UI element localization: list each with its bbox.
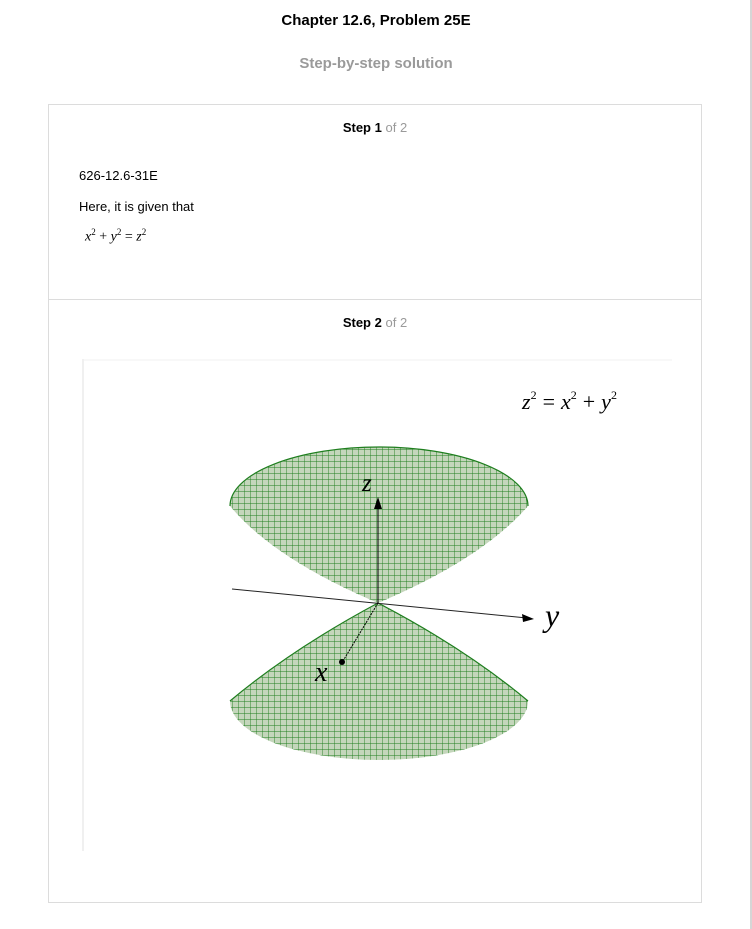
x-axis-point <box>339 659 345 665</box>
x-axis-label: x <box>314 657 328 688</box>
figure-equation: z2=x2+y2 <box>521 388 617 414</box>
x-axis-line <box>342 602 379 662</box>
z-axis-label: z <box>361 470 372 497</box>
step-2-card: Step 2 of 2 z y x z2=x2 <box>48 299 702 903</box>
solution-subtitle: Step-by-step solution <box>299 55 453 72</box>
step-1-card: Step 1 of 2 626-12.6-31E Here, it is giv… <box>48 104 702 300</box>
y-axis-line <box>231 588 528 619</box>
step-2-heading: Step 2 of 2 <box>49 315 701 330</box>
step-2-of-total: of 2 <box>385 315 408 330</box>
y-axis-label: y <box>542 597 560 633</box>
step-1-of-total: of 2 <box>385 120 408 135</box>
given-equation: x2 + y2 = z2 <box>85 227 147 245</box>
step-2-label: Step <box>342 315 371 330</box>
step-1-label: Step <box>342 120 371 135</box>
step-1-heading: Step 1 of 2 <box>49 120 701 135</box>
y-axis-arrowhead <box>522 614 534 622</box>
problem-reference-code: 626-12.6-31E <box>79 168 158 183</box>
page-right-border <box>750 0 752 929</box>
step-1-number: 1 <box>374 120 382 135</box>
lower-cone <box>230 603 528 760</box>
step-1-intro-text: Here, it is given that <box>79 199 194 214</box>
upper-cone <box>230 447 528 603</box>
double-cone-figure: z y x z2=x2+y2 <box>82 359 672 851</box>
step-2-number: 2 <box>374 315 382 330</box>
page-title: Chapter 12.6, Problem 25E <box>281 12 471 29</box>
z-axis-arrowhead <box>374 497 382 509</box>
